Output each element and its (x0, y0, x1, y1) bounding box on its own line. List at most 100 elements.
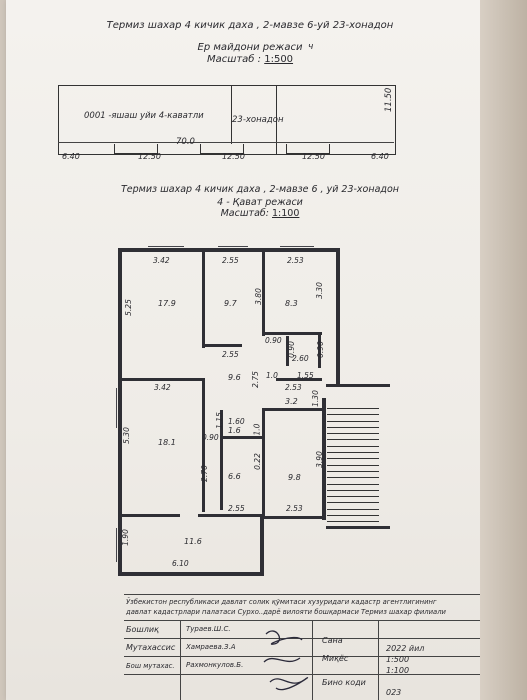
building-notch (114, 144, 158, 154)
floor-plan-scale: Масштаб: 1:100 (80, 208, 440, 219)
inner-wall (202, 378, 205, 512)
dimension: 1.90 (120, 529, 130, 546)
scale-value: 1:100 (272, 208, 300, 219)
floor-plan-address: Термиз шахар 4 кичик даха , 2-мавзе 6 , … (121, 184, 399, 195)
dimension: 1.0 (252, 423, 262, 436)
room-area: 9.6 (228, 373, 241, 382)
building-notch (200, 144, 244, 154)
floor-plan-title: 4 - Қават режаси (217, 197, 303, 208)
outer-wall (260, 518, 264, 576)
inner-wall (262, 252, 265, 336)
background-surface (480, 0, 527, 700)
window (280, 246, 314, 247)
dimension: 2.75 (250, 371, 260, 388)
code-label: Бино коди (322, 678, 366, 687)
name-head: Тураев.Ш.С. (186, 625, 231, 633)
building-label: 0001 -яшаш уйи 4-каватли (84, 111, 204, 121)
inner-wall (118, 378, 202, 381)
dimension: 3.42 (154, 383, 171, 392)
inner-wall (262, 408, 322, 411)
dim-bottom: 12.50 (138, 152, 161, 161)
outer-wall (322, 398, 326, 520)
document-page (6, 0, 480, 700)
apartment-label: 23-хонадон (232, 115, 284, 125)
room-area: 3.2 (285, 397, 298, 406)
room-area: 9.8 (288, 473, 301, 482)
scale-v1: 1:500 (386, 655, 410, 664)
inner-wall (262, 332, 322, 335)
inner-wall (262, 408, 265, 518)
window (116, 528, 117, 562)
dimension: 3.80 (253, 288, 263, 305)
signature-scribble (263, 630, 308, 691)
inner-wall (118, 514, 180, 517)
inner-wall (318, 332, 321, 368)
handwritten-mark: ч (308, 42, 314, 52)
dimension: 2.70 (199, 465, 209, 482)
staircase (327, 408, 379, 525)
dimension: 2.53 (285, 383, 302, 392)
dimension: 5.25 (123, 299, 133, 316)
dim-height: 11.50 (384, 87, 394, 112)
dimension: 0.90 (202, 433, 219, 442)
table-border (124, 656, 480, 657)
table-border (124, 638, 480, 639)
inner-wall (220, 410, 223, 510)
room-area: 11.6 (184, 537, 202, 546)
dimension-line (58, 142, 394, 143)
room-area: 8.3 (285, 299, 298, 308)
dim-bottom: 12.50 (302, 152, 325, 161)
dim-bottom: 12.50 (222, 152, 245, 161)
dimension: 0.90 (265, 336, 282, 345)
outer-wall (118, 248, 340, 252)
outer-wall (336, 248, 340, 386)
inner-wall (220, 436, 262, 439)
label-head: Бошлиқ (126, 625, 159, 634)
room-area: 1.6 (228, 426, 241, 435)
table-border (124, 620, 480, 621)
address-title: Термиз шахар 4 кичик даха , 2-мавзе 6-уй… (106, 20, 394, 31)
floor-plan (108, 246, 390, 576)
table-border (180, 620, 181, 700)
dim-bottom: 6.40 (371, 152, 389, 161)
dimension: 6.10 (172, 559, 189, 568)
date-label: Сана (322, 636, 343, 645)
dimension: 1.0 (266, 371, 278, 380)
dimension: 5.30 (121, 427, 131, 444)
inner-wall (198, 514, 262, 517)
stamp-table: Ўзбекистон республикаси давлат солик қўм… (124, 594, 480, 700)
window (148, 246, 184, 247)
dim-total: 70.0 (176, 137, 195, 147)
landing-wall (326, 526, 390, 529)
landing-wall (326, 384, 390, 387)
dimension: 3.42 (153, 256, 170, 265)
outer-wall (118, 572, 264, 576)
inner-wall (202, 344, 242, 347)
scale-v2: 1:100 (386, 666, 410, 675)
label-chief: Бош мутахас. (126, 662, 175, 670)
org-line-2: давлат кадастрлари палатаси Сурхо..дарё … (126, 608, 446, 616)
name-specialist: Хамраева.З.А (186, 643, 236, 651)
inner-wall (202, 252, 205, 348)
table-border (378, 620, 379, 700)
label-specialist: Мутахассис (126, 643, 176, 652)
name-chief: Рахмонкулов.Б. (186, 661, 244, 669)
org-line-1: Ўзбекистон республикаси давлат солик қўм… (126, 598, 437, 606)
dimension: 3.90 (314, 451, 324, 468)
table-border (124, 594, 480, 595)
dimension: 1.30 (310, 390, 320, 407)
site-plan-outline (58, 85, 396, 155)
scale-label: Масштаб : (206, 54, 262, 65)
dimension: 2.53 (286, 504, 303, 513)
inner-wall (286, 336, 289, 366)
scale-label: Миқёс (322, 654, 349, 663)
dimension: 1.60 (228, 417, 245, 426)
inner-wall (276, 378, 322, 381)
window (218, 246, 248, 247)
room-area: 9.7 (224, 299, 237, 308)
building-notch (286, 144, 330, 154)
room-area: 17.9 (158, 299, 176, 308)
scale-value: 1:500 (264, 54, 294, 65)
dimension: 1.15 (214, 412, 224, 429)
dimension: 3.30 (314, 282, 324, 299)
